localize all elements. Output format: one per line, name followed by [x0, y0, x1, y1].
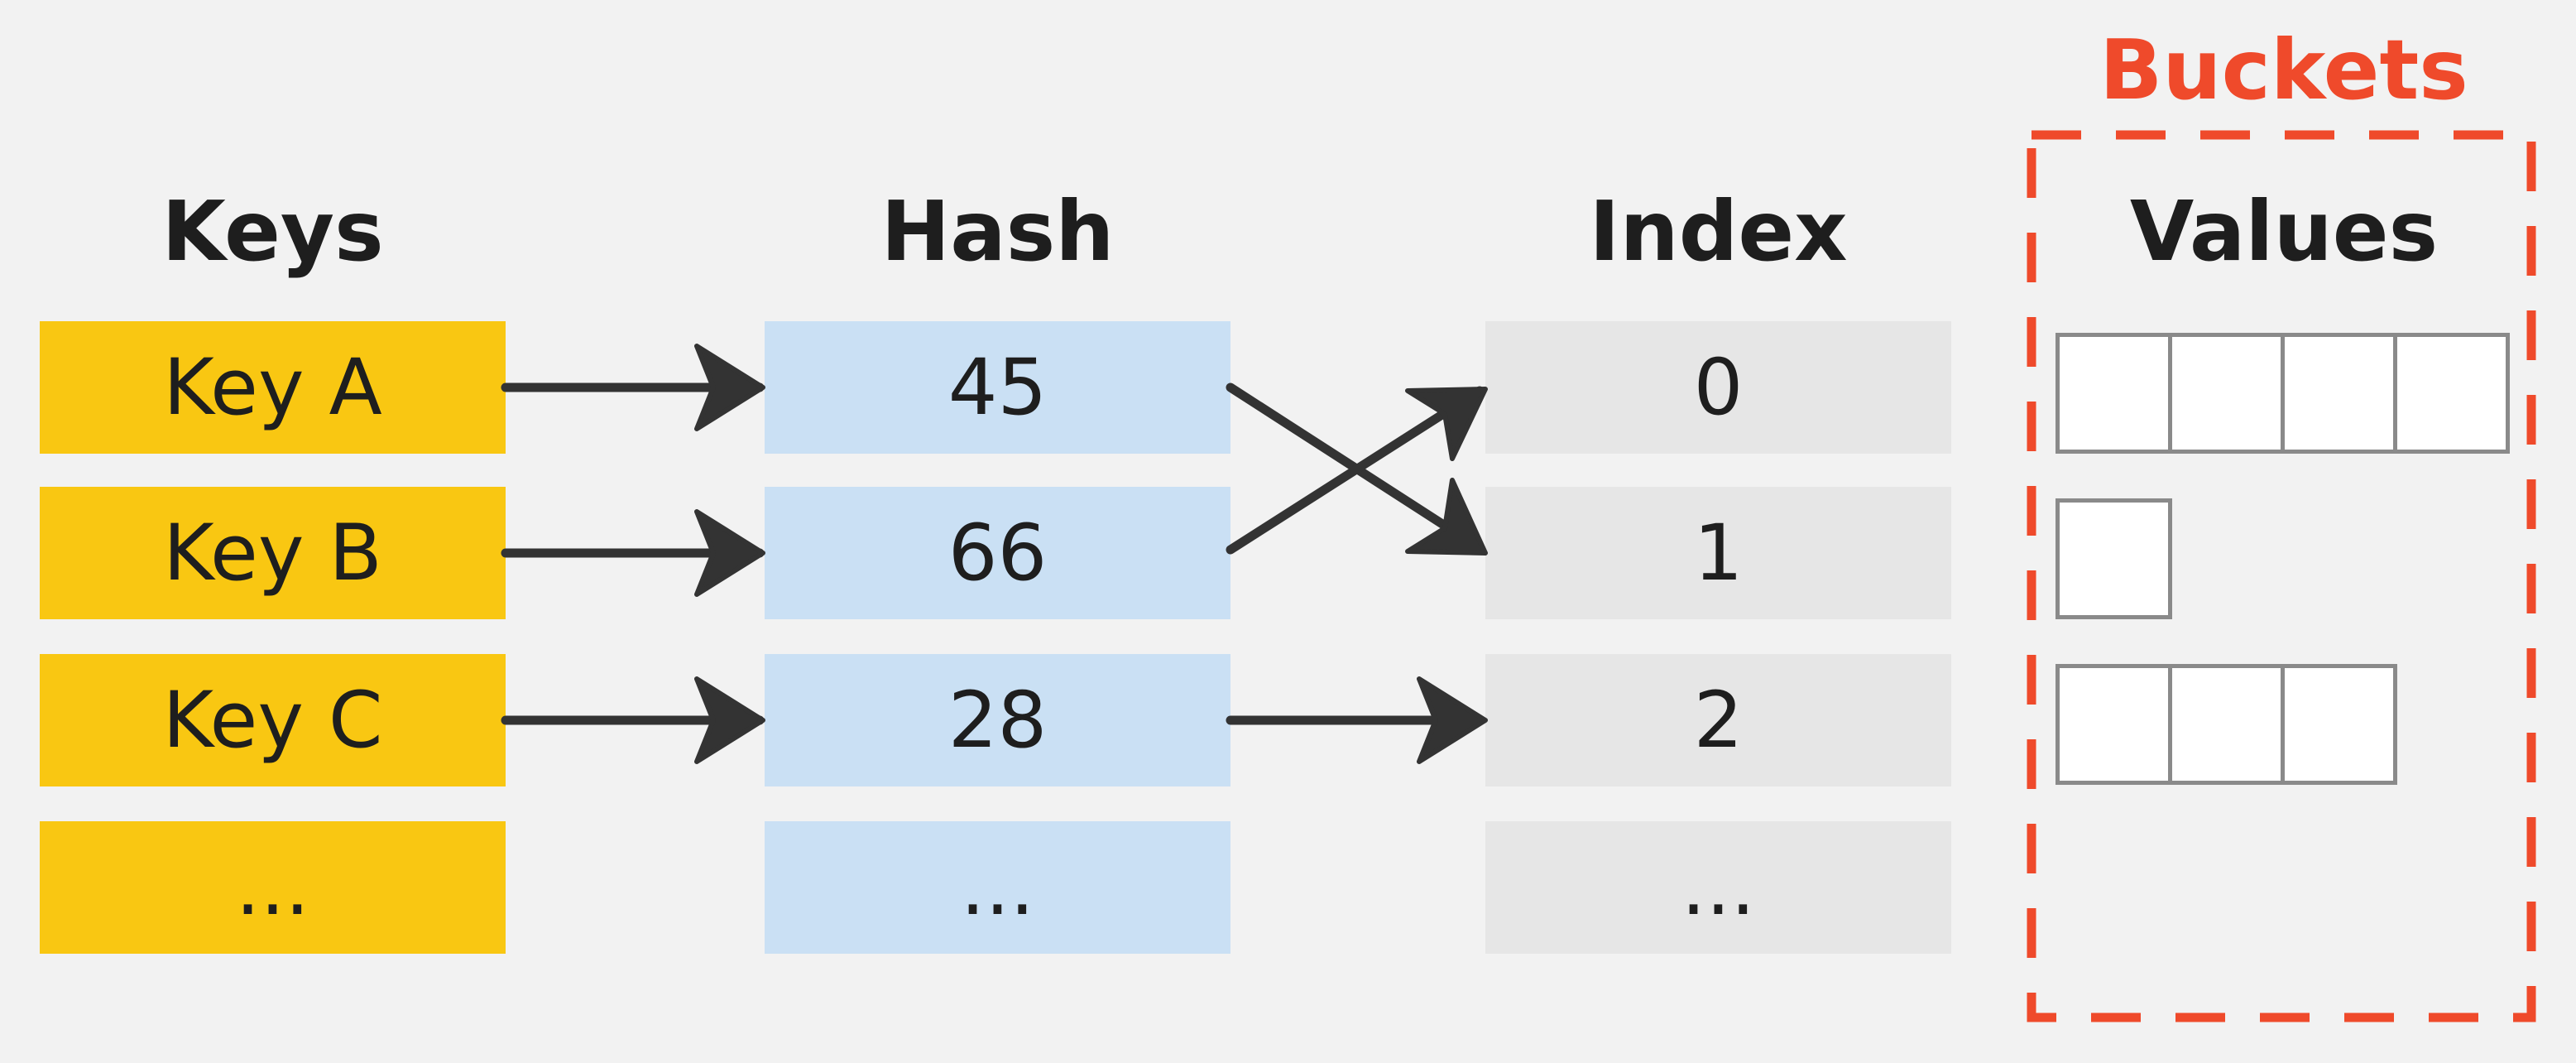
index-cell-ellipsis: ...	[1485, 821, 1951, 954]
bucket-slot	[2168, 333, 2285, 454]
buckets-title: Buckets	[2099, 22, 2468, 118]
bucket-row-2	[2056, 664, 2397, 785]
hash-cell-ellipsis: ...	[765, 821, 1230, 954]
index-cell-2: 2	[1485, 654, 1951, 786]
arrow-hash-66-to-index-0	[1226, 386, 1485, 555]
key-cell-b: Key B	[40, 487, 506, 619]
index-cell-0: 0	[1485, 321, 1951, 454]
bucket-slot	[2168, 664, 2285, 785]
key-cell-ellipsis: ...	[40, 821, 506, 954]
bucket-slot	[2056, 664, 2172, 785]
values-heading: Values	[2129, 183, 2439, 280]
bucket-row-1	[2056, 498, 2172, 619]
bucket-slot	[2056, 333, 2172, 454]
buckets-dashed-outline	[2027, 130, 2536, 1022]
arrowhead-icon	[1405, 478, 1488, 556]
index-cell-1: 1	[1485, 487, 1951, 619]
keys-heading: Keys	[161, 183, 384, 280]
bucket-slot	[2393, 333, 2510, 454]
arrowhead-icon	[694, 676, 765, 764]
key-cell-c: Key C	[40, 654, 506, 786]
bucket-row-0	[2056, 333, 2510, 454]
hash-cell-66: 66	[765, 487, 1230, 619]
hash-cell-28: 28	[765, 654, 1230, 786]
arrowhead-icon	[694, 509, 765, 597]
bucket-slot	[2056, 498, 2172, 619]
hash-cell-45: 45	[765, 321, 1230, 454]
arrowhead-icon	[1417, 676, 1488, 764]
key-cell-a: Key A	[40, 321, 506, 454]
bucket-slot	[2281, 664, 2397, 785]
hash-heading: Hash	[880, 183, 1115, 280]
arrowhead-icon	[694, 344, 765, 431]
index-heading: Index	[1589, 183, 1848, 280]
arrowhead-icon	[1405, 387, 1488, 461]
